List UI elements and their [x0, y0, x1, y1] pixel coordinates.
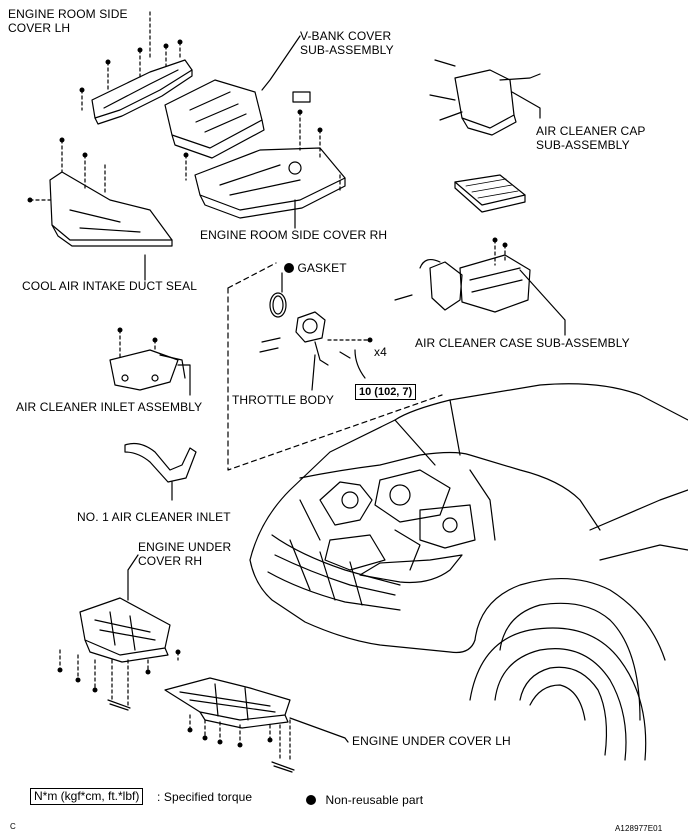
- legend-torque-unit: N*m (kgf*cm, ft.*lbf): [30, 788, 144, 805]
- label-air-cleaner-inlet-assembly: AIR CLEANER INLET ASSEMBLY: [16, 400, 203, 414]
- non-reusable-dot-icon: [284, 263, 294, 273]
- label-engine-under-cover-lh: ENGINE UNDER COVER LH: [352, 734, 511, 748]
- engine-room-side-cover-rh-part: [194, 147, 346, 219]
- no1-air-cleaner-inlet-part: [124, 442, 197, 483]
- label-no1-air-cleaner-inlet: NO. 1 AIR CLEANER INLET: [77, 510, 231, 524]
- throttle-body-part: [259, 311, 366, 379]
- air-filter-element-part: [454, 174, 526, 213]
- engine-under-cover-lh-part: [164, 677, 291, 729]
- footer-left-code: C: [10, 822, 16, 831]
- label-engine-room-side-cover-lh: ENGINE ROOM SIDE COVER LH: [8, 7, 128, 35]
- label-air-cleaner-cap: AIR CLEANER CAP SUB-ASSEMBLY: [536, 124, 646, 152]
- engine-room-side-cover-lh-part: [91, 59, 193, 125]
- gasket-label-group: GASKET: [284, 261, 347, 275]
- bolts: [27, 39, 508, 748]
- torque-box: 10 (102, 7): [355, 384, 417, 400]
- engine-under-cover-rh-part: [79, 597, 171, 663]
- label-cool-air-intake-duct-seal: COOL AIR INTAKE DUCT SEAL: [22, 279, 197, 293]
- gasket-part: [269, 292, 287, 318]
- air-cleaner-cap-part: [429, 59, 541, 136]
- cool-air-intake-duct-seal-part: [49, 171, 173, 247]
- label-gasket: GASKET: [297, 261, 347, 275]
- non-reusable-legend-dot-icon: [306, 795, 316, 805]
- label-v-bank-cover: V-BANK COVER SUB-ASSEMBLY: [300, 29, 394, 57]
- legend-non-reusable-text: Non-reusable part: [325, 793, 424, 807]
- v-bank-cover-part: [164, 79, 311, 159]
- air-cleaner-case-part: [394, 254, 531, 313]
- label-engine-under-cover-rh: ENGINE UNDER COVER RH: [138, 540, 232, 568]
- vehicle-front-view: [249, 383, 688, 761]
- air-cleaner-inlet-assembly-part: [109, 349, 186, 391]
- label-x4: x4: [374, 345, 387, 359]
- figure-id: A128977E01: [615, 824, 663, 833]
- legend-torque-desc: : Specified torque: [157, 790, 253, 804]
- legend-non-reusable: Non-reusable part: [306, 793, 423, 807]
- label-engine-room-side-cover-rh: ENGINE ROOM SIDE COVER RH: [200, 228, 388, 242]
- label-air-cleaner-case: AIR CLEANER CASE SUB-ASSEMBLY: [415, 336, 630, 350]
- label-throttle-body: THROTTLE BODY: [232, 393, 334, 407]
